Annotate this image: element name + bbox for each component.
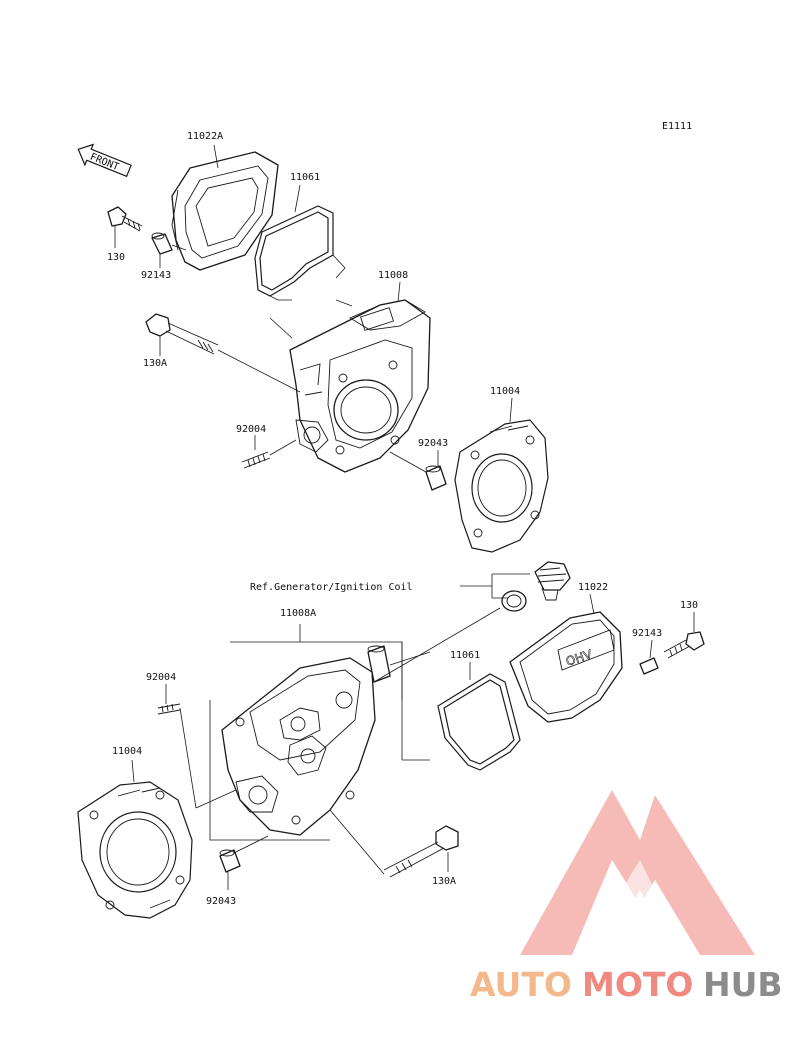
label-130A-top: 130A [143, 358, 167, 369]
cover-gasket-top [254, 205, 334, 297]
watermark-auto: AUTO [470, 965, 572, 1004]
label-92004-bottom: 92004 [146, 672, 176, 683]
diagram-id: E1111 [662, 121, 692, 132]
head-gasket-bottom [77, 781, 193, 919]
oil-filler-cap [534, 561, 571, 601]
label-11022: 11022 [578, 582, 608, 593]
label-130A-bottom: 130A [432, 876, 456, 887]
watermark-hub: HUB [703, 965, 783, 1004]
label-11004-top: 11004 [490, 386, 520, 397]
watermark-text: AUTO MOTO HUB [470, 965, 783, 1004]
cover-gasket-bottom [437, 673, 521, 771]
label-92143-top: 92143 [141, 270, 171, 281]
o-ring [501, 590, 527, 612]
stud-92004-top [241, 451, 271, 469]
cylinder-head-bottom [221, 645, 391, 836]
label-92004-top: 92004 [236, 424, 266, 435]
bolt-130-top [107, 206, 143, 232]
head-gasket-top [454, 419, 549, 553]
watermark-moto: MOTO [582, 965, 693, 1004]
watermark-logo [520, 790, 755, 955]
label-92143-bottom: 92143 [632, 628, 662, 639]
label-11004-bottom: 11004 [112, 746, 142, 757]
cylinder-head-top [289, 299, 431, 473]
stud-92004-bottom [157, 703, 181, 715]
label-130-top: 130 [107, 252, 125, 263]
dowel-92043-top [425, 465, 447, 491]
svg-text:OHV: OHV [564, 647, 594, 669]
dowel-92043-bottom [219, 849, 241, 873]
bolt-130-bottom [663, 631, 705, 659]
bolt-130A-top [145, 313, 219, 355]
label-11008: 11008 [378, 270, 408, 281]
ref-note: Ref.Generator/Ignition Coil [250, 582, 413, 593]
dowel-92143-bottom [639, 657, 659, 675]
front-arrow-icon: FRONT [77, 143, 132, 178]
label-92043-top: 92043 [418, 438, 448, 449]
label-11008A: 11008A [280, 608, 316, 619]
label-92043-bottom: 92043 [206, 896, 236, 907]
valve-cover-bottom: OHV [509, 611, 623, 723]
label-11022A: 11022A [187, 131, 223, 142]
label-130-bottom: 130 [680, 600, 698, 611]
bolt-130A-bottom [383, 825, 459, 878]
dowel-92143-top [151, 232, 173, 255]
label-11061-bottom: 11061 [450, 650, 480, 661]
valve-cover-top [171, 151, 279, 271]
label-11061-top: 11061 [290, 172, 320, 183]
